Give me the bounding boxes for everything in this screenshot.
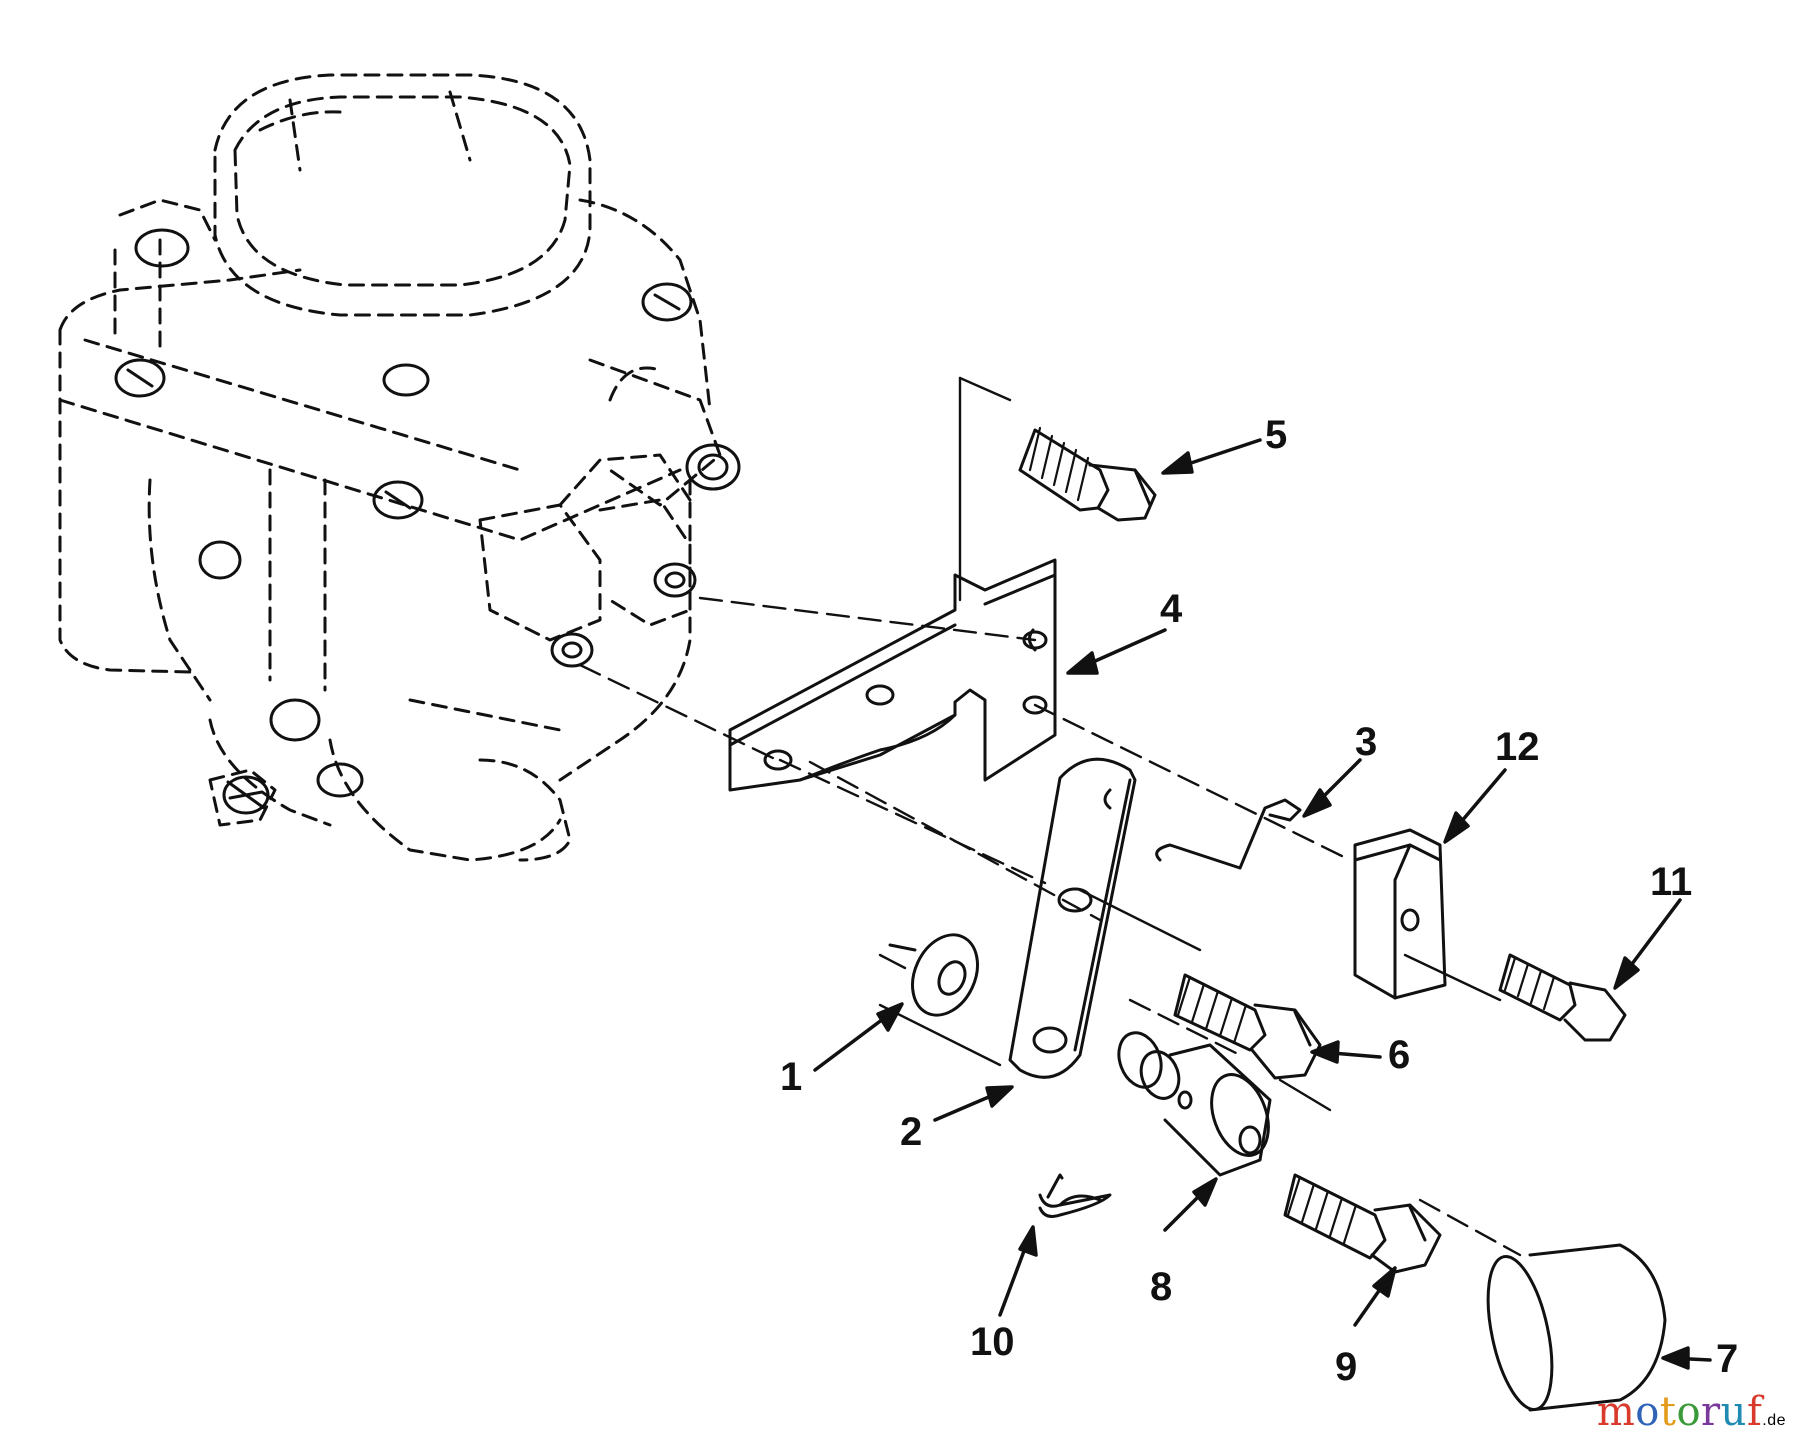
part-4-bracket <box>728 558 1057 792</box>
part-3-wire-spring <box>1155 798 1302 870</box>
callout-6: 6 <box>1388 1033 1410 1077</box>
part-2-lever-link <box>1008 757 1137 1079</box>
part-5-hex-bolt <box>1018 426 1157 522</box>
centerline-solid-segments <box>878 376 1502 1112</box>
part-8-swivel <box>1117 1031 1272 1177</box>
part-6-bolt <box>1173 973 1322 1080</box>
part-7-cap <box>1486 1243 1667 1412</box>
callout-7: 7 <box>1716 1337 1738 1381</box>
callout-1: 1 <box>780 1055 802 1099</box>
callout-4: 4 <box>1160 587 1183 631</box>
watermark-suffix: .de <box>1762 1412 1786 1429</box>
part-1-washer <box>888 933 979 1017</box>
assembly-centerlines <box>578 596 1522 1257</box>
part-9-bolt <box>1283 1173 1442 1274</box>
watermark-letter: o <box>1676 1389 1702 1435</box>
watermark-letter: t <box>1659 1389 1677 1435</box>
carburetor-body <box>58 73 722 862</box>
callout-2: 2 <box>900 1110 922 1154</box>
watermark-letter: f <box>1746 1389 1763 1435</box>
part-12-clip <box>1353 828 1447 1000</box>
callout-10: 10 <box>970 1320 1015 1364</box>
part-11-bolt <box>1498 953 1627 1042</box>
watermark-letter: m <box>1596 1389 1636 1435</box>
callout-5: 5 <box>1265 413 1287 457</box>
callout-12: 12 <box>1495 725 1540 769</box>
callout-8: 8 <box>1150 1265 1172 1309</box>
part-10-cotter-pin <box>1038 1173 1112 1218</box>
watermark-letter: o <box>1635 1389 1660 1435</box>
watermark-letter: u <box>1720 1389 1747 1435</box>
callout-11: 11 <box>1650 860 1692 904</box>
leader-arrows <box>813 438 1712 1370</box>
callout-9: 9 <box>1335 1345 1357 1389</box>
watermark-letter: r <box>1701 1389 1721 1435</box>
callout-3: 3 <box>1355 720 1377 764</box>
watermark-logo: motoruf.de <box>1597 1389 1786 1435</box>
carb-screw-heads <box>114 228 741 815</box>
